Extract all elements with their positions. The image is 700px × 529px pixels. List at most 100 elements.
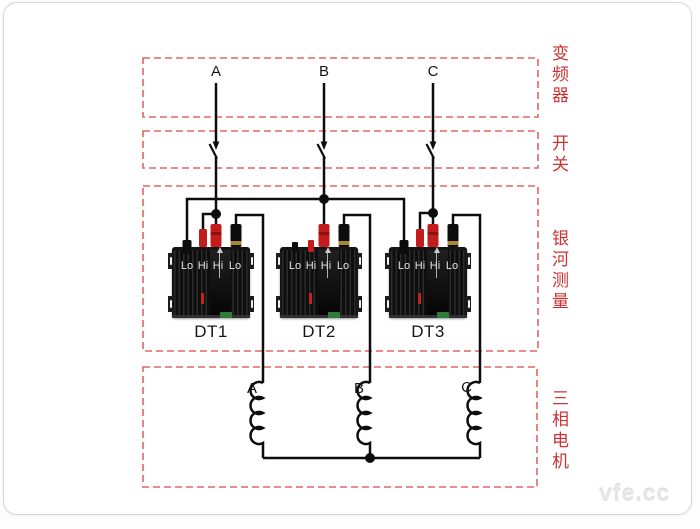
section-label-inverter: 变频器 xyxy=(549,44,568,107)
phase-b-label: B xyxy=(318,63,329,80)
inverter-zone-frame xyxy=(142,57,539,118)
junction-dot-star-point xyxy=(365,453,375,463)
terminal-label-lo: Lo xyxy=(228,260,242,272)
mount-tab xyxy=(276,253,281,269)
motor-coil-b xyxy=(356,380,373,458)
mount-tab xyxy=(168,296,173,312)
dt2-hi-small-red-post xyxy=(308,240,314,252)
dt3-lo-output-wire xyxy=(451,213,482,383)
terminal-label-hi: Hi xyxy=(429,260,441,272)
red-print-mark xyxy=(418,293,421,304)
section-label-measurement: 银河测量 xyxy=(549,229,568,313)
dt2-lo-small-black-post xyxy=(292,242,298,252)
screw-slot xyxy=(386,257,389,265)
dt3-lo-gold-band xyxy=(447,241,459,245)
dt1-hi-big-red-band xyxy=(210,232,222,235)
current-direction-arrow-icon xyxy=(324,247,331,278)
phase-c-label: C xyxy=(427,63,439,80)
switch-arrowheads xyxy=(212,141,437,150)
dt3-hi-small-red-plug xyxy=(416,229,424,247)
dt1-lo-output-wire xyxy=(234,213,265,383)
terminal-plugs xyxy=(182,224,459,254)
base-plate xyxy=(172,315,250,318)
screw-slot xyxy=(169,300,172,308)
measurement-zone-frame xyxy=(142,185,539,352)
current-direction-arrow-icon xyxy=(433,247,440,278)
dt1-hi-small-red-plug xyxy=(199,229,207,247)
dt1-lo-small-black-plug xyxy=(182,240,192,254)
terminal-label-lo: Lo xyxy=(336,260,350,272)
screw-slot xyxy=(386,300,389,308)
section-label-switch: 开关 xyxy=(549,134,568,176)
phase-a-label: A xyxy=(210,63,221,80)
dt1-lo-gold-band xyxy=(230,241,242,245)
screw-slot xyxy=(169,257,172,265)
terminal-label-hi: Hi xyxy=(320,260,332,272)
dt2-lo-output-wire xyxy=(342,213,372,383)
switch-b-arrow-icon xyxy=(320,141,328,150)
device-dt3-label: DT3 xyxy=(411,322,445,341)
dt3-lo-small-black-plug xyxy=(399,240,409,254)
mount-tab xyxy=(385,253,390,269)
mount-tab xyxy=(276,296,281,312)
device-dt2-label: DT2 xyxy=(302,322,336,341)
green-connector xyxy=(220,312,232,318)
motor-coil-a xyxy=(249,380,266,458)
terminal-label-lo: Lo xyxy=(180,260,194,272)
terminal-label-hi: Hi xyxy=(305,260,317,272)
junction-dot-a xyxy=(211,209,221,219)
terminal-label-lo: Lo xyxy=(288,260,302,272)
base-plate xyxy=(389,315,467,318)
mount-tab xyxy=(466,253,471,269)
mount-tab xyxy=(168,253,173,269)
transducer-dt2: Lo Hi Hi Lo xyxy=(276,247,362,318)
switch-c-arrow-icon xyxy=(429,141,437,150)
coil-a-label: A xyxy=(246,380,257,397)
mount-tab xyxy=(385,296,390,312)
mount-tab xyxy=(357,253,362,269)
transducer-dt3: Lo Hi Hi Lo xyxy=(385,247,471,318)
motor-coil-c xyxy=(466,380,483,458)
terminal-label-hi: Hi xyxy=(197,260,209,272)
section-label-motor: 三相电机 xyxy=(549,389,568,473)
dt2-hi-big-red-plug xyxy=(318,224,330,247)
base-plate xyxy=(280,315,358,318)
red-print-mark xyxy=(201,293,204,304)
mount-tab xyxy=(357,296,362,312)
screw-slot xyxy=(467,257,470,265)
dt2-lo-gold-band xyxy=(338,241,350,245)
center-panel xyxy=(210,250,231,315)
center-panel xyxy=(427,250,448,315)
switch-a-blade xyxy=(208,143,218,160)
switch-b-blade xyxy=(316,143,326,160)
wires xyxy=(185,83,483,460)
watermark: vfe.cc xyxy=(599,480,671,506)
dt2-hi-big-red-band xyxy=(318,232,330,235)
screw-slot xyxy=(467,300,470,308)
device-dt1-label: DT1 xyxy=(194,322,228,341)
screw-slot xyxy=(250,300,253,308)
junction-dot-c xyxy=(428,208,438,218)
terminal-label-hi: Hi xyxy=(414,260,426,272)
center-panel xyxy=(318,250,339,315)
current-direction-arrow-icon xyxy=(216,247,223,278)
dt3-hi-big-red-plug xyxy=(427,224,439,247)
mount-tab xyxy=(249,296,254,312)
terminal-label-hi: Hi xyxy=(212,260,224,272)
screw-slot xyxy=(358,257,361,265)
terminal-label-lo: Lo xyxy=(397,260,411,272)
transducer-dt1: Lo Hi Hi Lo xyxy=(168,247,254,318)
mount-tab xyxy=(249,253,254,269)
terminal-label-lo: Lo xyxy=(445,260,459,272)
green-connector xyxy=(328,312,340,318)
screw-slot xyxy=(277,300,280,308)
green-connector xyxy=(437,312,449,318)
motor-zone-frame xyxy=(142,366,538,488)
switch-a-arrow-icon xyxy=(212,141,220,150)
section-frames xyxy=(142,57,539,488)
screw-slot xyxy=(250,257,253,265)
dt1-hi-big-red-plug xyxy=(210,224,222,247)
screw-slot xyxy=(277,257,280,265)
